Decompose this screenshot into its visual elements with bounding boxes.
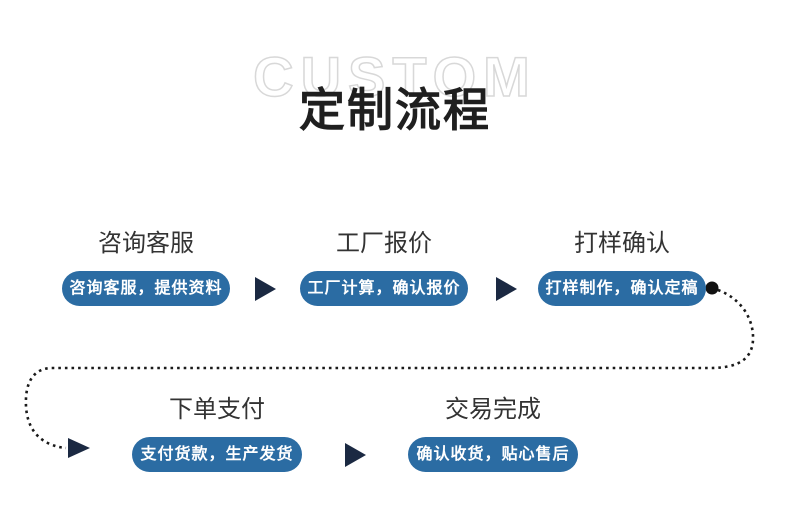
step-title: 咨询客服 [98, 230, 194, 257]
step-sample: 打样确认 打样制作，确认定稿 [538, 229, 706, 306]
step-title: 打样确认 [574, 230, 670, 257]
step-order: 下单支付 支付货款，生产发货 [132, 395, 302, 472]
page-title: 定制流程 [299, 84, 491, 136]
step-pill: 支付货款，生产发货 [132, 437, 302, 472]
step-complete: 交易完成 确认收货，贴心售后 [408, 395, 578, 472]
step-quote: 工厂报价 工厂计算，确认报价 [300, 229, 468, 306]
arrow-right-icon [255, 277, 276, 301]
step-consult: 咨询客服 咨询客服，提供资料 [62, 229, 230, 306]
step-pill: 工厂计算，确认报价 [300, 271, 468, 306]
connector-start-dot [705, 281, 719, 295]
step-pill: 咨询客服，提供资料 [62, 271, 230, 306]
step-title: 交易完成 [445, 396, 541, 423]
watermark-text: CUSTOM [252, 45, 537, 108]
connector-arrowhead-icon [68, 438, 90, 458]
step-title: 下单支付 [169, 396, 265, 423]
arrow-right-icon [496, 277, 517, 301]
step-pill: 确认收货，贴心售后 [408, 437, 578, 472]
step-pill: 打样制作，确认定稿 [538, 271, 706, 306]
step-title: 工厂报价 [336, 230, 432, 257]
arrow-right-icon [345, 443, 366, 467]
